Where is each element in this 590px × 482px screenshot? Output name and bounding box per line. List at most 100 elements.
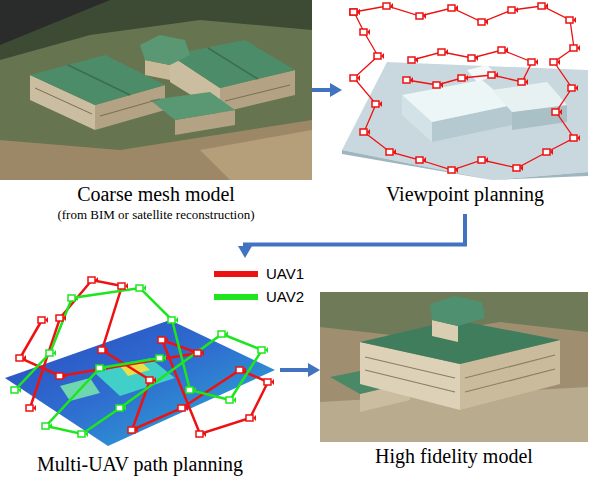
camera-icon [518, 79, 528, 85]
camera-lens [143, 285, 146, 291]
illustration-polygon [430, 296, 485, 326]
camera-body [543, 149, 550, 155]
camera-icon [543, 149, 553, 155]
camera-icon [46, 350, 56, 356]
illustration-polygon [467, 65, 497, 82]
camera-lens [575, 85, 578, 91]
camera-body [116, 405, 123, 411]
camera-icon [38, 317, 48, 323]
camera-lens [253, 415, 256, 421]
camera-body [416, 13, 423, 19]
panel-caption: Viewpoint planning [342, 183, 588, 206]
flow-arrow [312, 88, 332, 92]
camera-body [360, 129, 367, 135]
camera-lens [75, 295, 78, 301]
camera-lens [573, 17, 576, 23]
camera-lens [393, 149, 396, 155]
camera-icon [218, 331, 228, 337]
figure-panel: Viewpoint planning [342, 0, 588, 214]
camera-body [403, 77, 410, 83]
camera-lens [520, 165, 523, 171]
camera-group [350, 3, 580, 173]
camera-body [264, 379, 271, 385]
camera-body [226, 397, 233, 403]
camera-lens [85, 431, 88, 437]
camera-body [178, 405, 185, 411]
camera-icon [438, 49, 448, 55]
camera-lens [559, 109, 562, 115]
camera-body [416, 157, 423, 163]
camera-icon [570, 45, 580, 51]
camera-icon [128, 427, 138, 433]
camera-icon [136, 285, 146, 291]
camera-body [146, 377, 153, 383]
camera-icon [194, 350, 204, 356]
camera-body [448, 167, 455, 173]
camera-body [570, 135, 577, 141]
camera-lens [577, 135, 580, 141]
illustration-line [465, 369, 555, 392]
camera-lens [455, 167, 458, 173]
illustration-rect [0, 0, 312, 180]
camera-body [194, 350, 201, 356]
camera-body [246, 415, 253, 421]
camera-group [11, 285, 268, 437]
panel-caption: Multi-UAV path planning [0, 453, 280, 476]
illustration-polyline [354, 6, 574, 170]
camera-lens [557, 59, 560, 65]
camera-lens [495, 72, 498, 78]
camera-icon [448, 5, 458, 11]
illustration-polygon [140, 35, 190, 65]
panel-caption: Coarse mesh model [0, 183, 312, 206]
camera-lens [381, 53, 384, 59]
camera-lens [185, 405, 188, 411]
legend-swatch [214, 294, 258, 300]
camera-lens [63, 315, 66, 321]
legend-swatch [214, 271, 258, 277]
legend-text: UAV1 [264, 266, 306, 283]
camera-icon [68, 295, 78, 301]
camera-lens [201, 350, 204, 356]
camera-icon [478, 157, 488, 163]
camera-body [570, 45, 577, 51]
figure-panel: High fidelity model [320, 292, 588, 476]
illustration-polyline [407, 50, 532, 85]
camera-body [448, 5, 455, 11]
camera-lens [445, 49, 448, 55]
figure-panel: Multi-UAV path planning [0, 258, 280, 482]
camera-icon [566, 17, 576, 23]
camera-icon [416, 157, 426, 163]
camera-lens [53, 350, 56, 356]
illustration-line [208, 48, 258, 79]
camera-lens [390, 3, 393, 9]
camera-icon [403, 77, 413, 83]
coarse-mesh-picture [0, 0, 312, 180]
camera-body [88, 277, 95, 283]
illustration-polygon [402, 80, 512, 122]
camera-body [186, 387, 193, 393]
high-fidelity-picture [320, 292, 588, 442]
camera-icon [488, 72, 498, 78]
camera-body [56, 373, 63, 379]
illustration-polygon [150, 92, 235, 120]
camera-body [158, 337, 165, 343]
camera-icon [433, 82, 443, 88]
camera-icon [350, 75, 360, 81]
camera-icon [118, 283, 128, 289]
camera-icon [56, 315, 66, 321]
camera-body [360, 29, 367, 35]
camera-lens [165, 337, 168, 343]
camera-lens [485, 19, 488, 25]
camera-icon [350, 9, 360, 15]
camera-body [498, 47, 505, 53]
camera-lens [367, 129, 370, 135]
camera-lens [105, 347, 108, 353]
camera-body [168, 317, 175, 323]
camera-icon [16, 355, 26, 361]
camera-body [566, 17, 573, 23]
camera-icon [360, 129, 370, 135]
camera-icon [550, 59, 560, 65]
panel-caption: High fidelity model [320, 445, 588, 468]
camera-lens [163, 355, 166, 361]
